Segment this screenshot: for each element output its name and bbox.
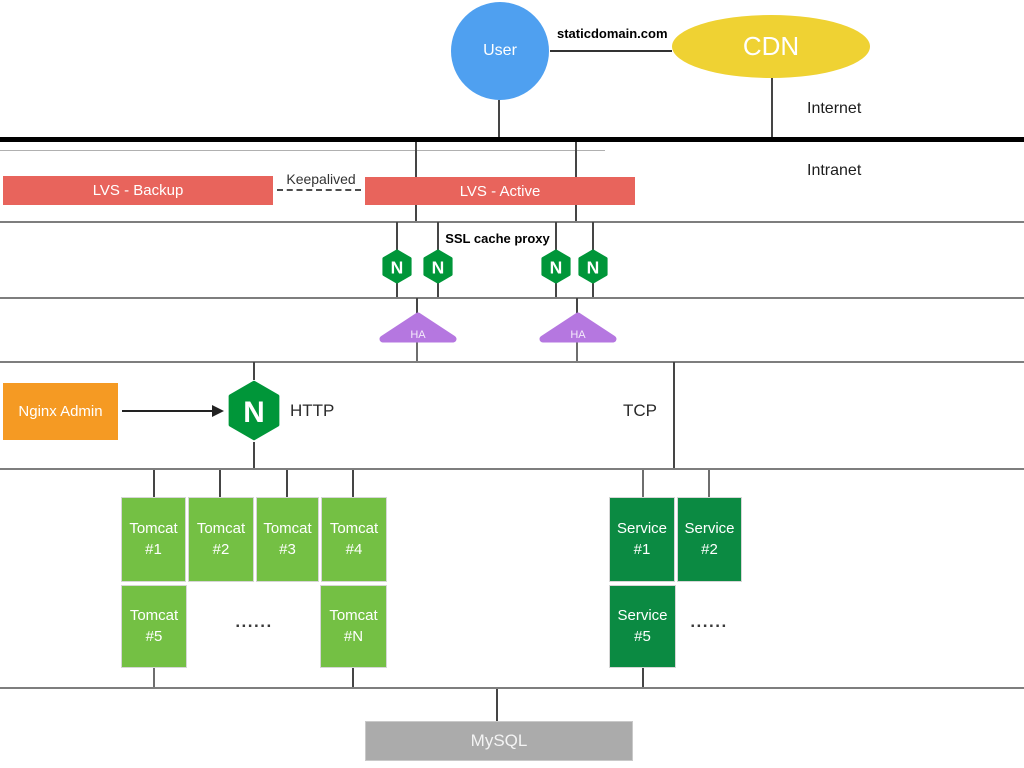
edge-admin-nginx <box>122 410 214 412</box>
ha-label: HA <box>570 329 586 341</box>
arrow-head <box>212 405 224 417</box>
http-label: HTTP <box>290 401 335 420</box>
edge-user-cdn <box>550 50 672 52</box>
service-node: Service #1 <box>609 497 675 582</box>
ssl-cache-proxy-label: SSL cache proxy <box>445 231 550 246</box>
edge-bus-service2 <box>708 470 710 498</box>
edge-tomcatN-bus <box>352 668 354 688</box>
bus-line-ha-gateway <box>0 361 1024 363</box>
tomcat-node: Tomcat #3 <box>256 497 319 582</box>
cdn-node: CDN <box>672 15 870 78</box>
edge-ha1-bottom <box>416 340 418 362</box>
nginx-admin-node: Nginx Admin <box>3 383 118 440</box>
tcp-label: TCP <box>623 401 657 420</box>
bus-line-apps-db <box>0 687 1024 689</box>
tomcat-ellipsis: ...... <box>235 612 273 631</box>
internet-zone-label: Internet <box>807 100 862 117</box>
service-ellipsis: ...... <box>690 612 728 631</box>
nginx-letter: N <box>391 257 404 277</box>
edge-tomcat5-bus <box>153 668 155 688</box>
domain-label: staticdomain.com <box>557 26 668 41</box>
tomcat-node: Tomcat #4 <box>321 497 387 582</box>
keepalived-label: Keepalived <box>286 171 356 187</box>
edge-bus-tomcat2 <box>219 470 221 498</box>
service-node: Service #5 <box>609 585 676 668</box>
intranet-sub-line <box>0 150 605 151</box>
edge-ha1-top <box>416 298 418 314</box>
edge-bus-tomcat4 <box>352 470 354 498</box>
nginx-letter: N <box>243 396 265 429</box>
nginx-icon-main: N <box>228 380 280 441</box>
edge-bus-nginx <box>253 362 255 380</box>
bus-line-gateway-apps <box>0 468 1024 470</box>
nginx-icon: N <box>578 249 608 284</box>
nginx-letter: N <box>432 257 445 277</box>
nginx-letter: N <box>587 257 600 277</box>
lvs-active-node: LVS - Active <box>365 177 635 205</box>
edge-bus-mysql <box>496 689 498 721</box>
ha-triangle: HA <box>539 312 617 343</box>
ha-label: HA <box>410 329 426 341</box>
bus-line-ssl-ha <box>0 297 1024 299</box>
nginx-icon: N <box>382 249 412 284</box>
lvs-backup-node: LVS - Backup <box>3 176 273 205</box>
tomcat-node: Tomcat #5 <box>121 585 187 668</box>
edge-ha2-bottom <box>576 340 578 362</box>
tomcat-node: Tomcat #1 <box>121 497 186 582</box>
mysql-node: MySQL <box>365 721 633 761</box>
user-node: User <box>451 2 549 100</box>
intranet-zone-label: Intranet <box>807 162 862 179</box>
internet-intranet-divider <box>0 137 1024 142</box>
nginx-icon: N <box>423 249 453 284</box>
tomcat-node: Tomcat #N <box>320 585 387 668</box>
nginx-icon: N <box>541 249 571 284</box>
edge-bus-tomcat1 <box>153 470 155 498</box>
edge-user-divider <box>498 100 500 137</box>
service-node: Service #2 <box>677 497 742 582</box>
edge-cdn-divider <box>771 78 773 137</box>
edge-tcp <box>673 362 675 469</box>
ha-triangle: HA <box>379 312 457 343</box>
edge-bus-tomcat3 <box>286 470 288 498</box>
edge-bus-service1 <box>642 470 644 498</box>
keepalived-dashed-line <box>277 189 361 191</box>
tomcat-node: Tomcat #2 <box>188 497 254 582</box>
edge-nginx-bus <box>253 442 255 469</box>
edge-ha2-top <box>576 298 578 314</box>
edge-service5-bus <box>642 668 644 688</box>
nginx-letter: N <box>550 257 563 277</box>
bus-line-lvs-ssl <box>0 221 1024 223</box>
